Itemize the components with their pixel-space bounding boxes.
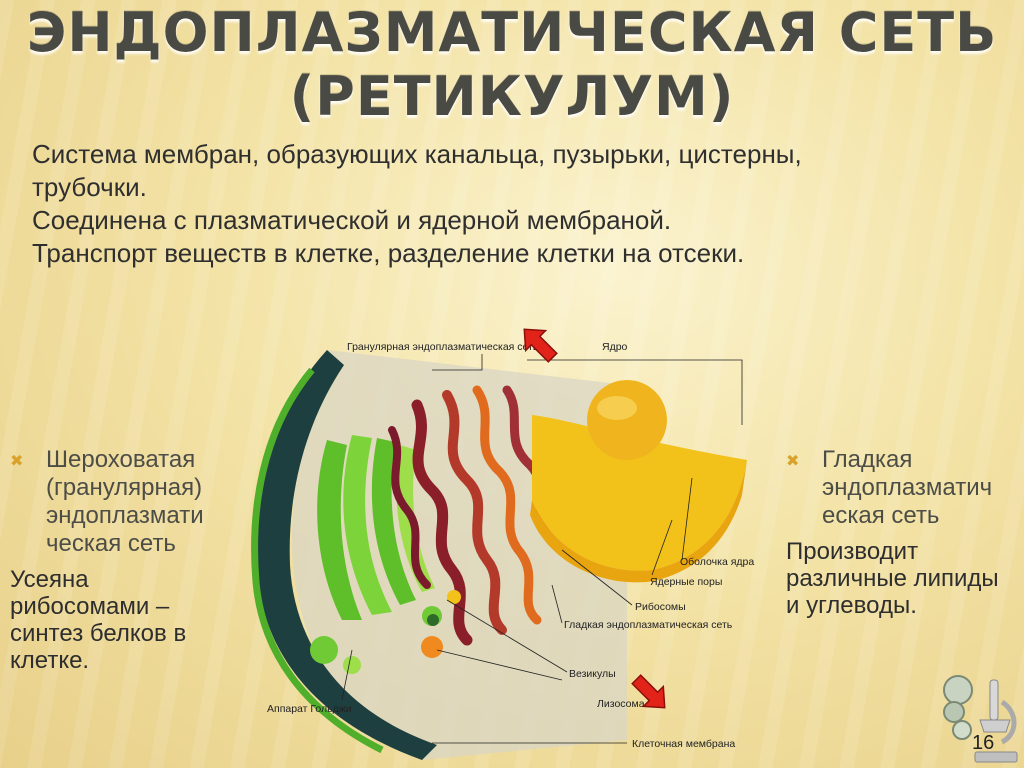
cell-membrane-band bbox=[256, 350, 437, 760]
cell-diagram: Гранулярная эндоплазматическая сеть Ядро… bbox=[251, 328, 754, 760]
x-mark-bullet-icon: ✖ bbox=[10, 453, 24, 470]
label-nuclear-pores: Ядерные поры bbox=[650, 576, 722, 588]
rough-er-heading: Шероховатая (гранулярная) эндоплазмати ч… bbox=[46, 446, 204, 557]
intro-line-1: Система мембран, образующих канальца, пу… bbox=[32, 139, 802, 169]
smooth-er-column: ✖ Гладкая эндоплазматич еская сеть Произ… bbox=[786, 446, 1011, 619]
smooth-er-description: Производит различные липиды и углеводы. bbox=[786, 538, 999, 619]
rough-er-column: ✖ Шероховатая (гранулярная) эндоплазмати… bbox=[10, 446, 225, 674]
label-granular-er: Гранулярная эндоплазматическая сеть bbox=[347, 341, 539, 353]
granular-er bbox=[388, 385, 557, 646]
golgi-apparatus bbox=[310, 435, 442, 674]
intro-line-4: Транспорт веществ в клетке, разделение к… bbox=[32, 238, 745, 268]
slide-title-line2: (РЕТИКУЛУМ) bbox=[289, 65, 735, 128]
vesicle bbox=[447, 590, 461, 604]
label-nucleus: Ядро bbox=[602, 341, 628, 353]
rough-er-description: Усеяна рибосомами – синтез белков в клет… bbox=[10, 566, 187, 674]
red-arrow-icon bbox=[631, 674, 666, 709]
label-ribosomes: Рибосомы bbox=[635, 601, 686, 613]
vesicle bbox=[427, 614, 439, 626]
rough-er-bullet-row: ✖ Шероховатая (гранулярная) эндоплазмати… bbox=[10, 446, 225, 558]
label-golgi: Аппарат Гольджи bbox=[267, 703, 352, 715]
page-number: 16 bbox=[972, 732, 995, 754]
nucleus bbox=[530, 380, 747, 583]
leader-lines bbox=[341, 354, 743, 744]
label-cell-membrane: Клеточная мембрана bbox=[632, 738, 735, 750]
intro-text: Система мембран, образующих канальца, пу… bbox=[32, 138, 992, 270]
smooth-er-heading: Гладкая эндоплазматич еская сеть bbox=[822, 446, 993, 529]
smooth-er-bullet-row: ✖ Гладкая эндоплазматич еская сеть bbox=[786, 446, 1011, 530]
cell-membrane-green bbox=[251, 367, 384, 754]
intro-line-3: Соединена с плазматической и ядерной мем… bbox=[32, 205, 672, 235]
lysosome bbox=[421, 636, 443, 658]
label-smooth-er: Гладкая эндоплазматическая сеть bbox=[564, 619, 733, 631]
x-mark-bullet-icon: ✖ bbox=[786, 453, 800, 470]
intro-line-2: трубочки. bbox=[32, 172, 147, 202]
slide-title-line1: ЭНДОПЛАЗМАТИЧЕСКАЯ СЕТЬ bbox=[26, 1, 998, 64]
label-vesicles: Везикулы bbox=[569, 668, 616, 680]
label-lysosome: Лизосома bbox=[597, 698, 645, 710]
red-arrow-icon bbox=[523, 328, 558, 363]
microscope-icon bbox=[943, 675, 1018, 763]
label-nuclear-envelope: Оболочка ядра bbox=[680, 556, 754, 568]
